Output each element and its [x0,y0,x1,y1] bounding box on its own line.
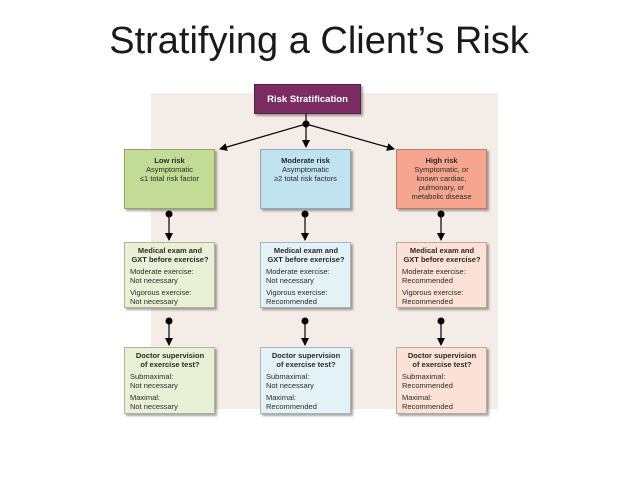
maximal-value: Recommended [402,402,453,411]
high-risk-box: High risk Symptomatic, or known cardiac,… [396,149,487,209]
doctor-heading-line: of exercise test? [276,360,336,369]
moderate-exercise-value: Not necessary [130,276,178,285]
risk-heading: Moderate risk [281,156,330,165]
risk-line: ≥2 total risk factors [274,174,337,183]
node-low-risk [165,210,173,218]
submaximal-label: Submaximal: [130,372,174,381]
risk-line: metabolic disease [411,192,472,201]
vigorous-exercise-value: Not necessary [130,297,178,306]
exam-heading-line: Medical exam and [273,246,339,255]
submaximal-label: Submaximal: [266,372,310,381]
slide-title: Stratifying a Client’s Risk [109,20,529,62]
arrow-to-high-risk [305,123,395,151]
risk-line: Asymptomatic [281,165,330,174]
vigorous-exercise-label: Vigorous exercise: [130,288,192,297]
exam-heading-line: GXT before exercise? [131,255,209,264]
doctor-heading-line: Doctor supervision [407,351,477,360]
node-moderate-risk [301,210,309,218]
node-low-exam [165,317,173,325]
submaximal-value: Not necessary [266,381,314,390]
doctor-heading: Doctor supervision of exercise test? [266,351,346,369]
moderate-exercise-label: Moderate exercise: [402,267,466,276]
maximal-label: Maximal: [266,393,297,402]
exam-heading: Medical exam and GXT before exercise? [266,246,346,264]
exam-heading-line: Medical exam and [409,246,475,255]
submaximal-value: Recommended [402,381,453,390]
low-doctor-box: Doctor supervision of exercise test? Sub… [124,347,215,414]
doctor-heading: Doctor supervision of exercise test? [402,351,482,369]
moderate-doctor-box: Doctor supervision of exercise test? Sub… [260,347,351,414]
risk-heading: Low risk [154,156,185,165]
doctor-heading-line: of exercise test? [140,360,200,369]
maximal-value: Not necessary [130,402,178,411]
node-high-exam [437,317,445,325]
exam-heading: Medical exam and GXT before exercise? [402,246,482,264]
risk-line: pulmonary, or [418,183,465,192]
submaximal-label: Submaximal: [402,372,446,381]
low-exam-box: Medical exam and GXT before exercise? Mo… [124,242,215,308]
moderate-exercise-value: Not necessary [266,276,314,285]
risk-stratification-box: Risk Stratification [254,84,361,114]
moderate-exercise-value: Recommended [402,276,453,285]
moderate-risk-box: Moderate risk Asymptomatic ≥2 total risk… [260,149,351,209]
low-risk-box: Low risk Asymptomatic ≤1 total risk fact… [124,149,215,209]
exam-heading-line: Medical exam and [137,246,203,255]
risk-heading: High risk [425,156,458,165]
branch-node [302,120,310,128]
doctor-heading-line: Doctor supervision [271,351,341,360]
exam-heading: Medical exam and GXT before exercise? [130,246,210,264]
exam-heading-line: GXT before exercise? [403,255,481,264]
moderate-exercise-label: Moderate exercise: [130,267,194,276]
exam-heading-line: GXT before exercise? [267,255,345,264]
high-exam-box: Medical exam and GXT before exercise? Mo… [396,242,487,308]
doctor-heading-line: Doctor supervision [135,351,205,360]
vigorous-exercise-value: Recommended [266,297,317,306]
doctor-heading: Doctor supervision of exercise test? [130,351,210,369]
maximal-label: Maximal: [402,393,433,402]
arrow-to-low-risk [219,123,307,151]
risk-line: Asymptomatic [145,165,194,174]
risk-line: ≤1 total risk factor [139,174,200,183]
maximal-label: Maximal: [130,393,161,402]
submaximal-value: Not necessary [130,381,178,390]
node-high-risk [437,210,445,218]
vigorous-exercise-label: Vigorous exercise: [266,288,328,297]
moderate-exam-box: Medical exam and GXT before exercise? Mo… [260,242,351,308]
node-moderate-exam [301,317,309,325]
maximal-value: Recommended [266,402,317,411]
risk-line: Symptomatic, or [414,165,469,174]
risk-line: known cardiac, [416,174,467,183]
high-doctor-box: Doctor supervision of exercise test? Sub… [396,347,487,414]
vigorous-exercise-label: Vigorous exercise: [402,288,464,297]
doctor-heading-line: of exercise test? [412,360,472,369]
vigorous-exercise-value: Recommended [402,297,453,306]
moderate-exercise-label: Moderate exercise: [266,267,330,276]
